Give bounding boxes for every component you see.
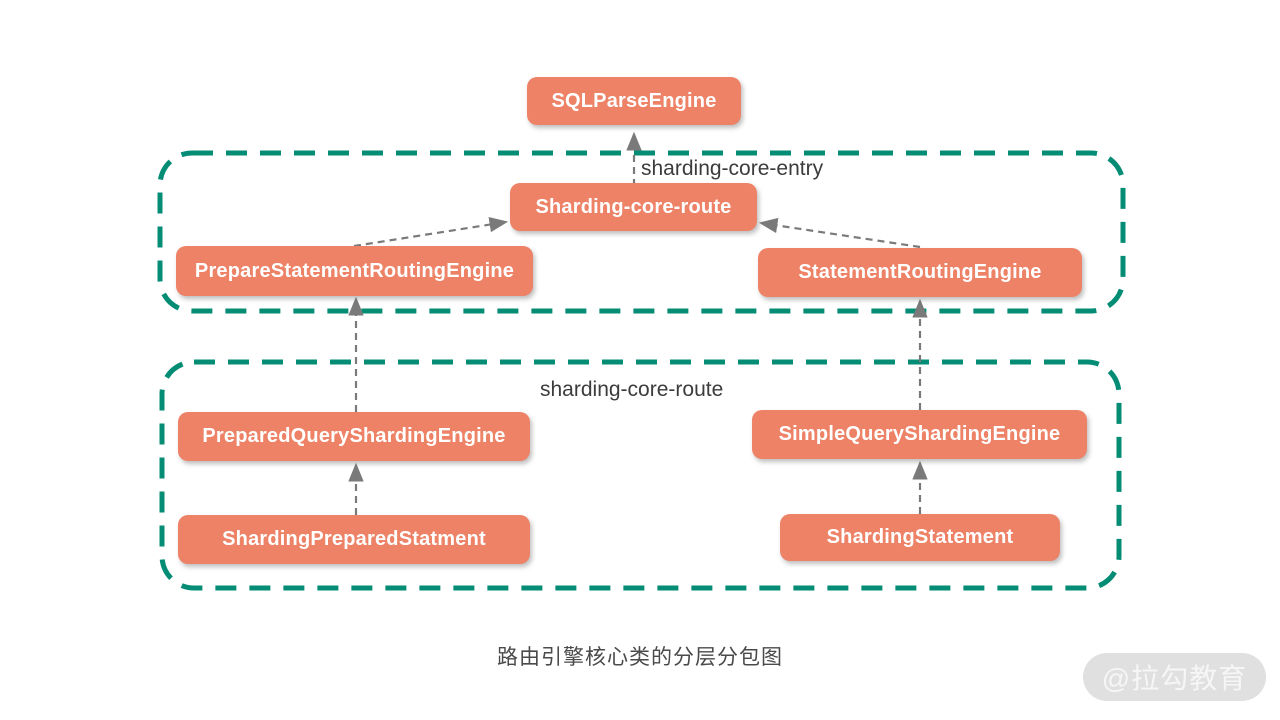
node-sharding-statement: ShardingStatement bbox=[780, 514, 1060, 561]
arrow-statementroutingengine-to-shardingcoreroute bbox=[758, 217, 921, 249]
node-prepared-query-sharding-engine: PreparedQueryShardingEngine bbox=[178, 412, 530, 461]
node-simple-query-sharding-engine: SimpleQueryShardingEngine bbox=[752, 410, 1087, 459]
diagram-caption: 路由引擎核心类的分层分包图 bbox=[497, 646, 783, 669]
node-prepare-statement-routing-engine: PrepareStatementRoutingEngine bbox=[176, 246, 533, 296]
watermark-badge: @拉勾教育 bbox=[1083, 653, 1266, 701]
group-border-sharding-core-route bbox=[159, 359, 1122, 591]
group-label-sharding-core-route: sharding-core-route bbox=[540, 378, 724, 401]
node-sharding-core-route: Sharding-core-route bbox=[510, 183, 757, 231]
node-sharding-prepared-statment: ShardingPreparedStatment bbox=[178, 515, 530, 564]
group-border-sharding-core-entry bbox=[157, 150, 1126, 314]
node-statement-routing-engine: StatementRoutingEngine bbox=[758, 248, 1082, 297]
group-label-sharding-core-entry: sharding-core-entry bbox=[641, 157, 824, 180]
node-sql-parse-engine: SQLParseEngine bbox=[527, 77, 741, 125]
arrow-preparestatementroutingengine-to-shardingcoreroute bbox=[353, 216, 509, 248]
